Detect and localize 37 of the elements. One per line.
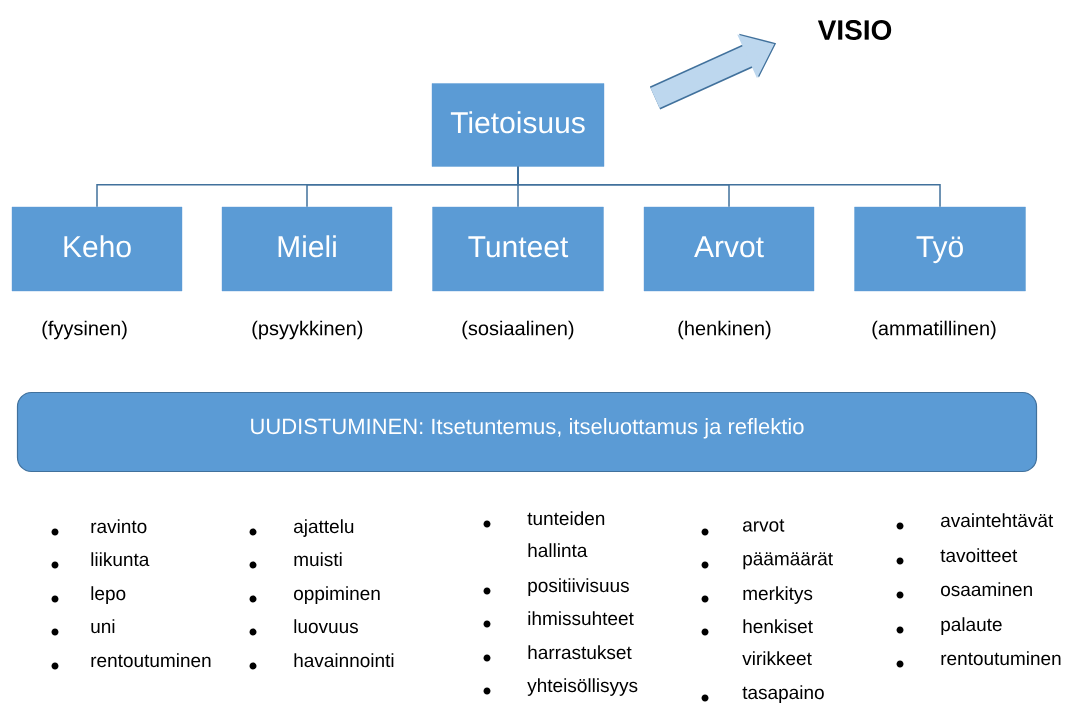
caption-text: (psyykkinen)	[252, 320, 363, 340]
list-item: uni	[51, 619, 115, 636]
list-item: rentoutuminen	[51, 653, 211, 670]
caption-text: (ammatillinen)	[872, 320, 996, 340]
list-item: positiivisuus	[483, 578, 629, 596]
list-item: rentoutuminen	[896, 651, 1061, 668]
banner-box: UUDISTUMINEN: Itsetuntemus, itseluottamus ja reflektio	[16, 391, 1038, 473]
list-item: liikunta	[51, 552, 150, 569]
concept-box: Tietoisuus	[431, 83, 605, 167]
list-item: ihmissuhteet	[483, 611, 634, 628]
connector-line	[517, 165, 941, 208]
list-item: lepo	[51, 586, 126, 604]
list-item: ravinto	[51, 519, 147, 536]
caption-text: (fyysinen)	[42, 320, 127, 340]
list-item: havainnointi	[249, 653, 394, 670]
caption-text: (sosiaalinen)	[462, 320, 574, 340]
concept-box: Keho	[11, 206, 183, 292]
caption-text: (henkinen)	[678, 320, 771, 340]
list-item: tavoitteet	[896, 548, 1018, 565]
concept-box: Arvot	[643, 206, 815, 292]
list-item: arvot	[701, 519, 785, 536]
list-item: osaaminen	[896, 582, 1032, 599]
concept-box: Tunteet	[432, 206, 604, 292]
heading-text: VISIO	[817, 20, 892, 40]
concept-box: Mieli	[221, 206, 393, 292]
list-item: ajattelu	[249, 519, 354, 537]
list-item: päämäärät	[701, 552, 833, 570]
list-item: avaintehtävät	[896, 513, 1054, 530]
list-item: merkitys	[701, 586, 813, 604]
concept-box: Työ	[854, 206, 1026, 292]
list-item: yhteisöllisyys	[483, 678, 638, 696]
list-item: harrastukset	[483, 645, 632, 662]
list-item: muisti	[249, 552, 342, 569]
list-item: tasapaino	[701, 685, 824, 703]
list-item: luovuus	[249, 619, 358, 636]
list-item: oppiminen	[249, 586, 380, 604]
list-item: palaute	[896, 617, 1002, 635]
